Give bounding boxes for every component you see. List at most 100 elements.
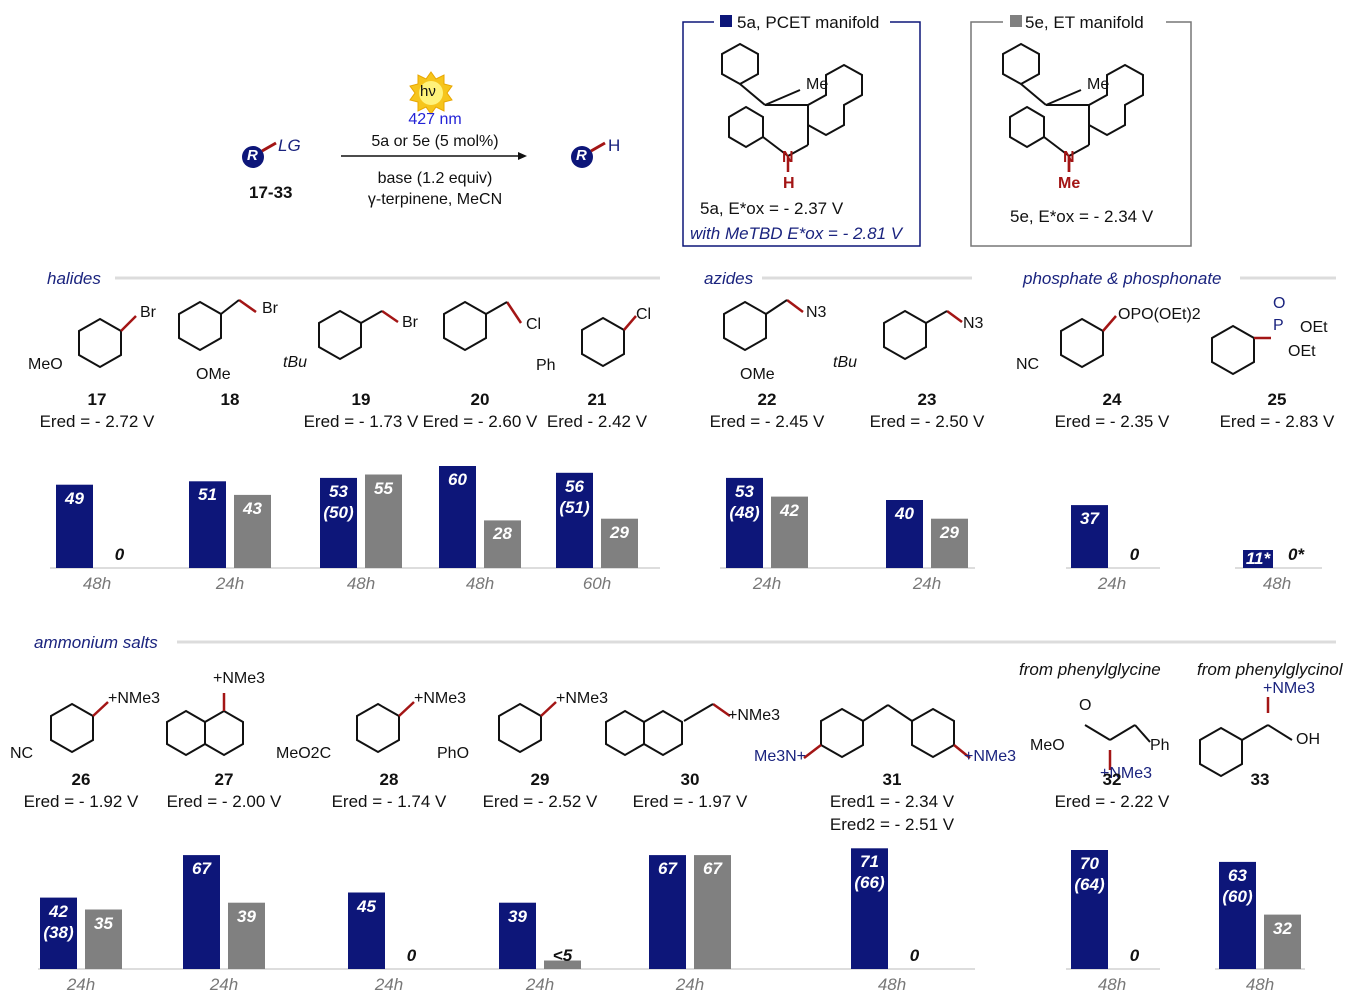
bar-label-18-et: 43 [243, 498, 262, 518]
leaving-group-bonds [92, 298, 1271, 770]
bar-label-17-et: 0 [114, 545, 125, 564]
time-29: 24h [525, 975, 555, 994]
sub-26-nme3: +NMe3 [108, 690, 161, 707]
compound-number-30: 30 [680, 770, 700, 789]
hv-label: hν [420, 83, 436, 100]
sub-18-ome: OMe [196, 366, 231, 383]
5e-n: N [1063, 149, 1075, 166]
bar-label-17-pcet: 49 [65, 488, 84, 508]
bar-24-pcet [1071, 505, 1108, 568]
bar-17-pcet [56, 484, 93, 568]
bar-label-22-pcet: 53 (48) [729, 481, 760, 522]
5a-potential: 5a, E*ox = - 2.37 V [700, 199, 844, 218]
bar-label-30-et: 67 [703, 859, 722, 879]
time-19: 48h [346, 574, 376, 593]
time-23: 24h [912, 574, 942, 593]
compound-number-25: 25 [1267, 390, 1287, 409]
et-legend-title: 5e, ET manifold [1025, 13, 1144, 32]
5e-potential: 5e, E*ox = - 2.34 V [1010, 207, 1154, 226]
sub-32-nme3: +NMe3 [1100, 765, 1153, 782]
bar-label-19-et: 55 [374, 478, 393, 498]
time-20: 48h [465, 574, 495, 593]
bar-33-et [1264, 914, 1301, 969]
note-33: from phenylglycinol [1197, 660, 1343, 679]
bar-label-28-et: 0 [406, 946, 417, 965]
bar-18-pcet [189, 481, 226, 568]
time-33: 48h [1245, 975, 1275, 994]
compound-number-28: 28 [379, 770, 399, 789]
compound-number-17: 17 [87, 390, 107, 409]
bar-label-20-et: 28 [493, 524, 512, 544]
sub-19-br: Br [402, 314, 418, 331]
r-group-circle [242, 146, 264, 168]
bar-22-et [771, 496, 808, 568]
ered-22: Ered = - 2.45 V [709, 412, 825, 431]
bar-22-pcet [726, 477, 763, 568]
bar-label-19-pcet: 53 (50) [323, 481, 354, 522]
sub-32-ph: Ph [1150, 737, 1170, 754]
sub-18-br: Br [262, 300, 278, 317]
bar-label-18-pcet: 51 [198, 485, 217, 505]
bar-18-et [234, 494, 271, 568]
sub-25-oet2: OEt [1288, 343, 1316, 360]
bar-label-33-pcet: 63 (60) [1222, 865, 1253, 906]
bar-label-32-pcet: 70 (64) [1074, 854, 1105, 894]
linker-bonds [220, 299, 1293, 743]
bar-label-21-et: 29 [610, 522, 629, 542]
time-28: 24h [374, 975, 404, 994]
sub-23-n3: N3 [963, 315, 984, 332]
bar-label-25-et: 0* [1287, 545, 1305, 564]
sub-22-n3: N3 [806, 304, 827, 321]
compound-number-26: 26 [71, 770, 91, 789]
pcet-legend-swatch [720, 15, 732, 27]
category-halides: halides [47, 269, 101, 288]
ered-30: Ered = - 1.97 V [632, 792, 748, 811]
bar-23-et [931, 518, 968, 568]
ered2-31: Ered2 = - 2.51 V [829, 815, 955, 834]
ered-24: Ered = - 2.35 V [1054, 412, 1170, 431]
bar-21-pcet [556, 472, 593, 568]
bar-32-pcet [1071, 850, 1108, 969]
bar-20-et [484, 520, 521, 568]
category-phosphates: phosphate & phosphonate [1023, 269, 1222, 288]
et-legend-swatch [1010, 15, 1022, 27]
time-17: 48h [82, 574, 112, 593]
bar-label-25-pcet: 11* [1245, 549, 1271, 568]
5e-me-n: Me [1058, 175, 1081, 192]
bar-21-et [601, 518, 638, 568]
time-31: 48h [877, 975, 907, 994]
bar-30-pcet [649, 855, 686, 969]
time-18: 24h [215, 574, 245, 593]
ered-27: Ered = - 2.00 V [166, 792, 282, 811]
r-group-circle-product [571, 146, 593, 168]
5e-me: Me [1087, 76, 1110, 93]
bar-19-et [365, 474, 402, 568]
sub-17-meo: MeO [28, 356, 63, 373]
sub-27-nme3: +NMe3 [213, 670, 266, 687]
bar-label-20-pcet: 60 [448, 470, 467, 489]
sub-23-tbu: tBu [833, 354, 858, 371]
ered-23: Ered = - 2.50 V [869, 412, 985, 431]
ered-21: Ered - 2.42 V [546, 412, 648, 431]
sub-20-cl: Cl [526, 316, 542, 333]
bar-30-et [694, 855, 731, 969]
sub-24-nc: NC [1016, 356, 1040, 373]
sub-25-oet1: OEt [1300, 319, 1328, 336]
compound-number-24: 24 [1102, 390, 1122, 409]
sub-19-tbu: tBu [283, 354, 308, 371]
compound-number-29: 29 [530, 770, 550, 789]
compound-number-20: 20 [470, 390, 490, 409]
wavelength: 427 nm [408, 111, 462, 128]
substrate-r: R [247, 147, 258, 164]
sub-22-ome: OMe [740, 366, 775, 383]
sub-17-br: Br [140, 304, 156, 321]
reaction-scheme [242, 71, 606, 168]
5a-n: N [782, 149, 794, 166]
bar-33-pcet [1219, 861, 1256, 969]
bar-26-et [85, 909, 122, 969]
category-azides: azides [704, 269, 754, 288]
ered-17: Ered = - 2.72 V [39, 412, 155, 431]
section-dividers [115, 276, 1336, 644]
product-r: R [576, 147, 587, 164]
sub-26-nc: NC [10, 745, 34, 762]
